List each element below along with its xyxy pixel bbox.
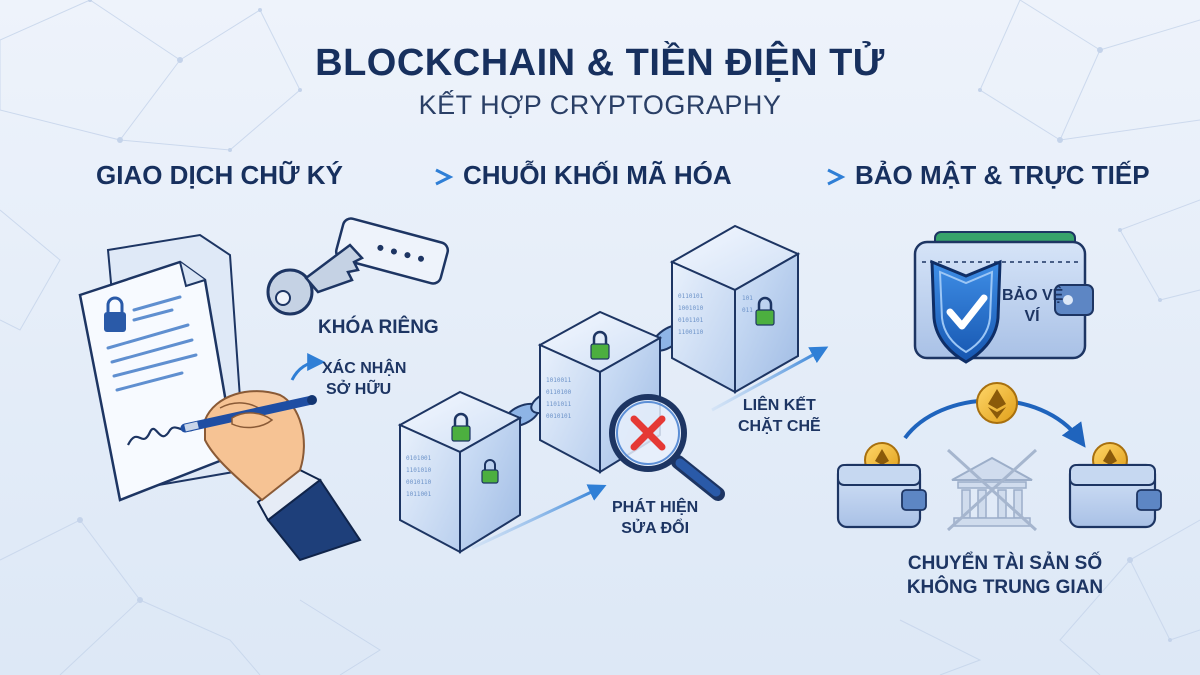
svg-text:101: 101 [742, 295, 753, 302]
magnifier-alert-icon [609, 394, 725, 501]
confirm-arrow [290, 353, 326, 381]
page-title: BLOCKCHAIN & TIỀN ĐIỆN TỬ [315, 42, 885, 84]
stage-arrow-2 [752, 168, 846, 186]
svg-text:0110100: 0110100 [546, 389, 572, 396]
wallet-protection-label: BẢO VỆ VÍ [1002, 287, 1064, 325]
no-bank-intermediary-icon [946, 448, 1038, 532]
svg-text:0010101: 0010101 [546, 413, 572, 420]
tight-link-label: LIÊN KẾT CHẶT CHẼ [738, 397, 821, 435]
svg-text:0010110: 0010110 [406, 479, 432, 486]
chain-flow-arrow-1 [471, 484, 607, 550]
private-key-label: KHÓA RIÊNG [318, 317, 439, 338]
svg-text:0110101: 0110101 [678, 293, 704, 300]
receiver-wallet-icon [1068, 442, 1162, 529]
svg-text:1001010: 1001010 [678, 305, 704, 312]
stage-label-signature: GIAO DỊCH CHỮ KÝ [96, 160, 343, 190]
detect-modification-label: PHÁT HIỆN SỬA ĐỔI [612, 499, 699, 537]
svg-text:1010011: 1010011 [546, 377, 572, 384]
svg-text:1101010: 1101010 [406, 467, 432, 474]
svg-text:011: 011 [742, 307, 753, 314]
stage-label-security: BẢO MẬT & TRỰC TIẾP [855, 160, 1150, 190]
stage-arrow-1 [352, 168, 454, 186]
hand-holding-pen-icon [180, 390, 362, 562]
svg-text:1011001: 1011001 [406, 491, 432, 498]
sender-wallet-icon [836, 442, 927, 529]
block-cube-1-icon: 0101001 1101010 0010110 1011001 [397, 390, 523, 554]
svg-text:0101101: 0101101 [678, 317, 704, 324]
page-subtitle: KẾT HỢP CRYPTOGRAPHY [418, 90, 782, 120]
svg-text:1100110: 1100110 [678, 329, 704, 336]
stage-label-chain: CHUỖI KHỐI MÃ HÓA [463, 160, 732, 190]
svg-text:0101001: 0101001 [406, 455, 432, 462]
transfer-no-intermediary-label: CHUYỂN TÀI SẢN SỐ KHÔNG TRUNG GIAN [906, 553, 1104, 598]
signed-document-icon [78, 260, 237, 502]
block-cube-3-icon: 0110101 1001010 0101101 1100110 101 011 [669, 224, 801, 394]
svg-text:1101011: 1101011 [546, 401, 572, 408]
shield-check-icon [930, 259, 1002, 364]
confirm-ownership-label: XÁC NHẬN SỞ HỮU [322, 360, 407, 398]
chain-flow-arrow-2 [711, 346, 829, 412]
crypto-coin-top-icon [976, 382, 1018, 424]
private-key-icon [266, 217, 450, 316]
